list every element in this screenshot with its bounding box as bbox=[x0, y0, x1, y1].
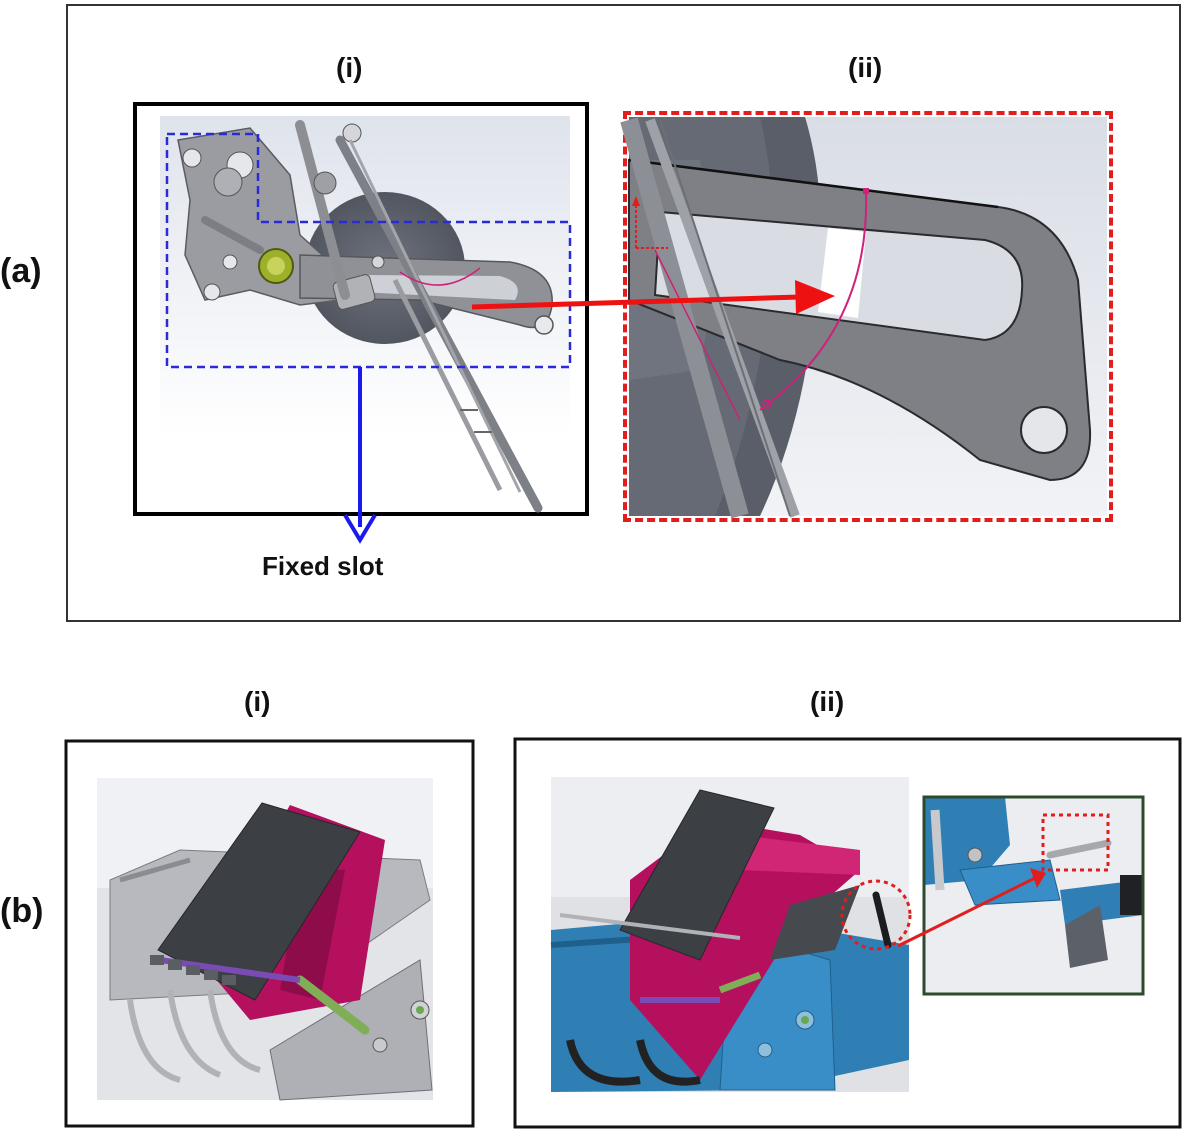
zoomed-slot-drawing-a-ii bbox=[620, 117, 1107, 519]
panel-a-sub-i-label: (i) bbox=[336, 52, 363, 83]
machine-render-b-i bbox=[97, 778, 433, 1101]
panel-a-ii-box bbox=[623, 111, 1113, 522]
panel-b-label: (b) bbox=[0, 892, 44, 930]
zoom-arrow bbox=[471, 294, 801, 310]
machine-render-b-ii bbox=[550, 777, 909, 1092]
panel-a-label: (a) bbox=[0, 252, 42, 290]
lever-detail-inset bbox=[924, 797, 1143, 994]
mechanism-drawing-a-i bbox=[160, 116, 570, 513]
panel-b-i-frame bbox=[64, 739, 475, 1128]
lever-highlight-circle bbox=[840, 879, 912, 951]
lever-detail-arrow bbox=[897, 876, 1036, 948]
panel-b-sub-ii-label: (ii) bbox=[810, 686, 845, 717]
lever-inset-frame bbox=[922, 795, 1145, 996]
panel-b-sub-i-label: (i) bbox=[244, 686, 271, 717]
panel-b-ii-frame bbox=[513, 737, 1182, 1129]
panel-a-sub-ii-label: (ii) bbox=[848, 52, 883, 83]
fixed-slot-outline bbox=[165, 132, 572, 369]
fixed-slot-label: Fixed slot bbox=[262, 551, 384, 581]
lever-inset-highlight bbox=[1041, 813, 1110, 872]
panel-a-frame bbox=[66, 4, 1181, 622]
